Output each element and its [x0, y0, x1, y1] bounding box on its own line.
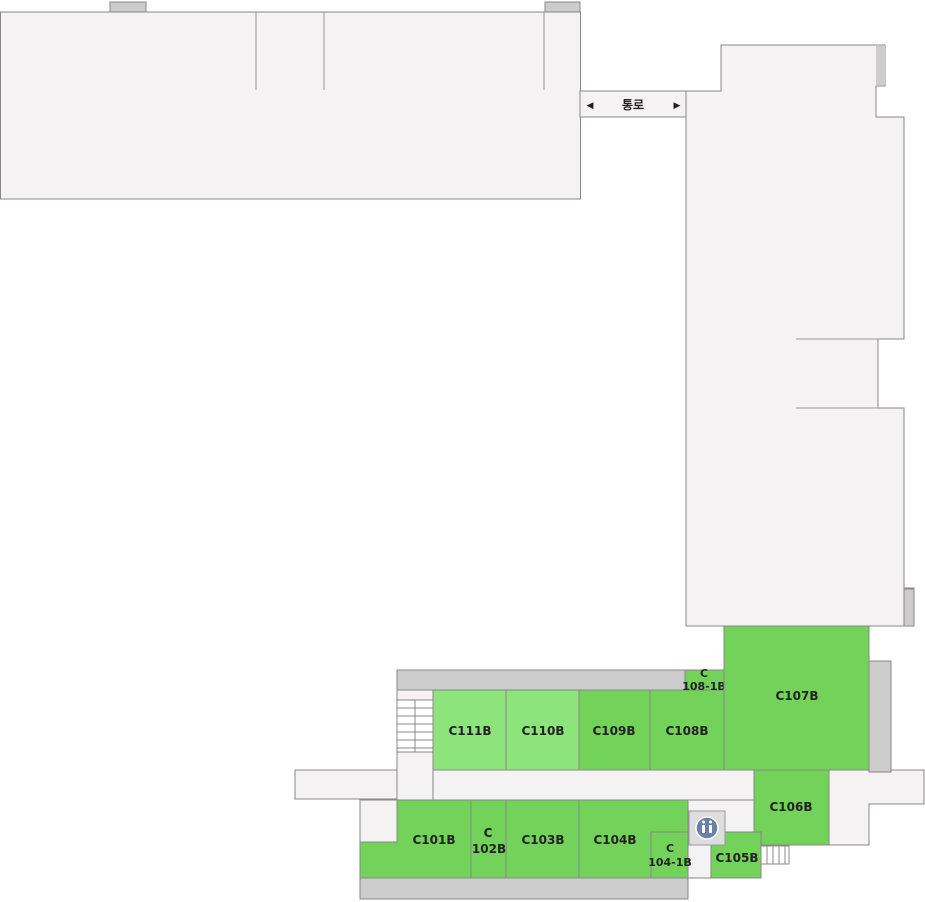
north-building: [0, 1, 581, 200]
small-stairs-icon: [760, 845, 790, 865]
room-c110b-label: C110B: [521, 724, 564, 738]
room-c104-1b[interactable]: C 104-1B: [648, 831, 692, 879]
room-c103b-label: C103B: [521, 833, 564, 847]
room-c107b[interactable]: C107B: [723, 625, 870, 771]
passage-label: 통로: [622, 97, 644, 112]
room-c107b-label: C107B: [775, 689, 818, 703]
stairs-icon: [396, 699, 434, 753]
room-c108-1b-label-line2: 108-1B: [682, 680, 726, 693]
room-c109b-label: C109B: [592, 724, 635, 738]
room-c106b-label: C106B: [769, 800, 812, 814]
room-c108b[interactable]: C108B: [649, 689, 725, 771]
room-c101b-label: C101B: [412, 833, 455, 847]
room-c106b[interactable]: C106B: [753, 769, 830, 846]
room-c110b[interactable]: C110B: [505, 689, 580, 771]
room-c104b-label: C104B: [593, 833, 636, 847]
room-c103b[interactable]: C103B: [505, 799, 580, 879]
passage-left-arrow: ◀: [587, 100, 594, 110]
room-c111b-label: C111B: [448, 724, 491, 738]
room-c105b-label: C105B: [715, 851, 758, 865]
passage[interactable]: ◀ 통로 ▶: [579, 90, 687, 118]
room-c109b[interactable]: C109B: [578, 689, 651, 771]
room-c102b-label-line2: 102B: [472, 842, 506, 856]
passage-right-arrow: ▶: [674, 100, 681, 110]
room-c108b-label: C108B: [665, 724, 708, 738]
restroom-icon[interactable]: [688, 810, 726, 846]
room-c102b[interactable]: C 102B: [470, 799, 507, 879]
room-c108-1b[interactable]: C 108-1B: [682, 667, 726, 693]
room-c102b-label-line1: C: [484, 826, 493, 840]
room-c111b[interactable]: C111B: [432, 689, 507, 771]
east-building: [685, 44, 915, 627]
room-c104-1b-label-line1: C: [666, 842, 674, 855]
room-c108-1b-label-line1: C: [700, 667, 708, 680]
room-c104-1b-label-line2: 104-1B: [648, 856, 692, 869]
